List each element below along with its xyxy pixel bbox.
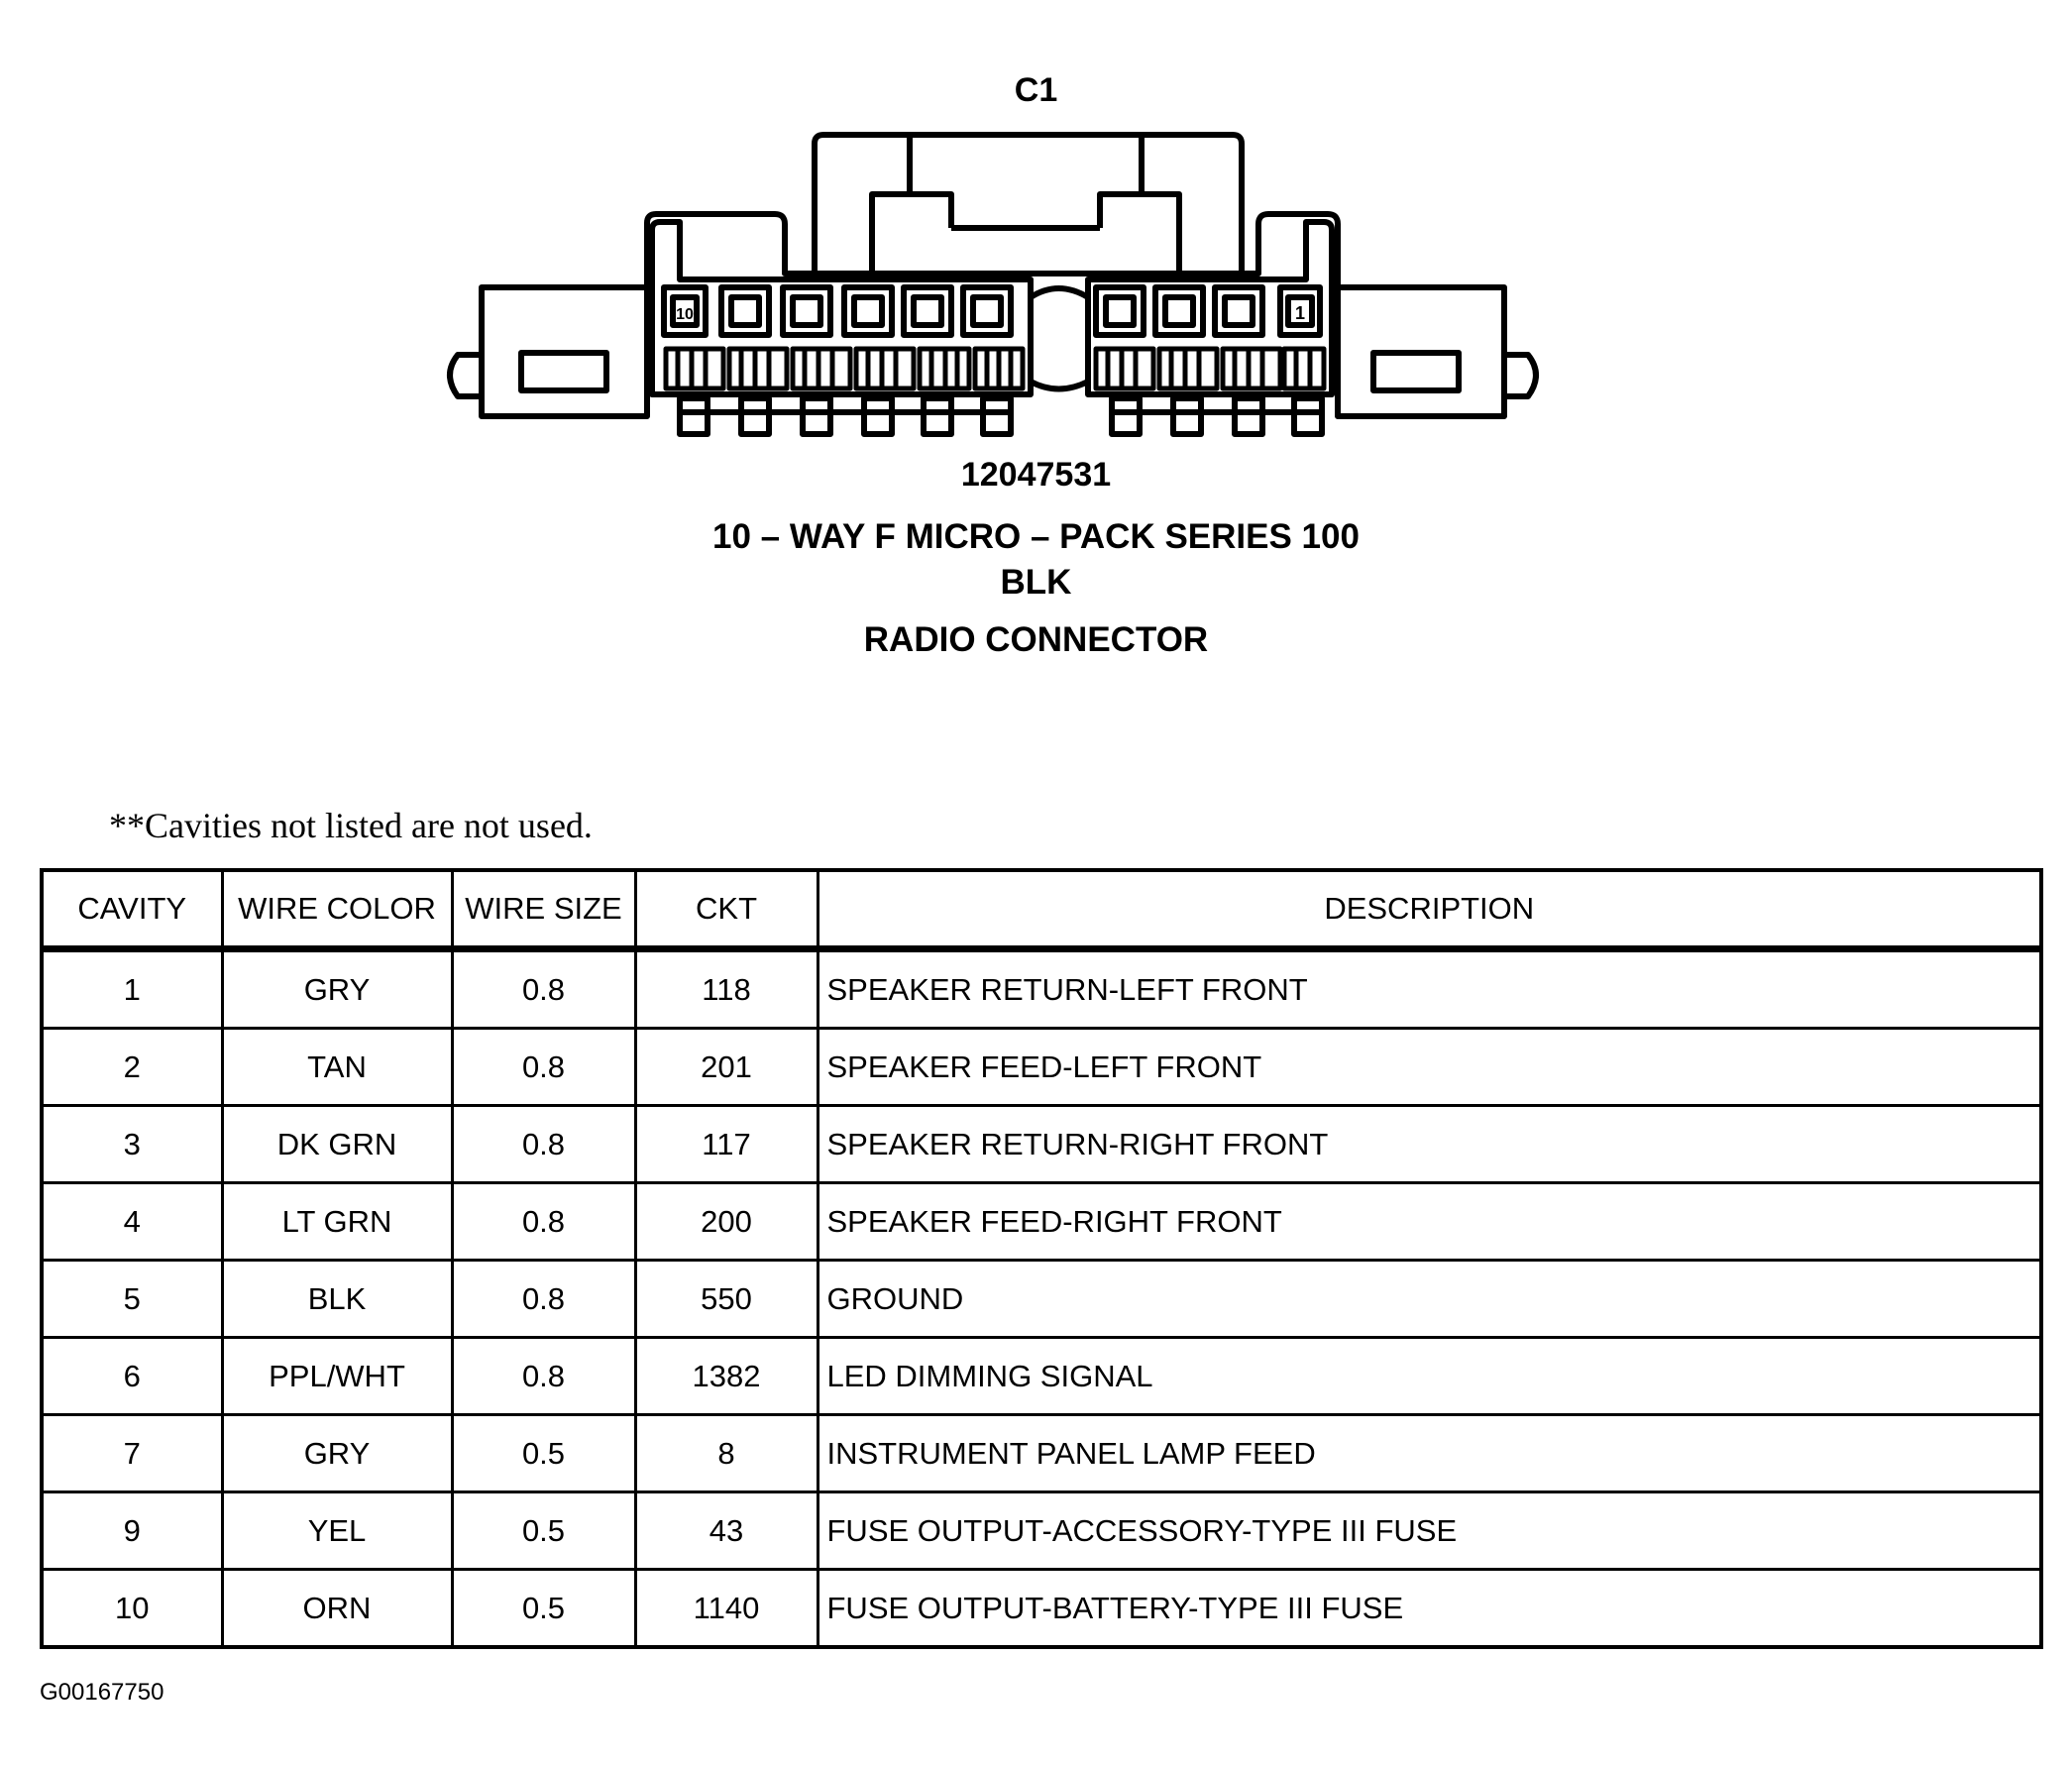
cell-wire-size: 0.5 <box>450 1568 637 1649</box>
cell-wire-color: GRY <box>220 947 454 1030</box>
header-wire-color: WIRE COLOR <box>220 868 454 952</box>
connector-type: 10 – WAY F MICRO – PACK SERIES 100 <box>712 517 1360 556</box>
cell-description: FUSE OUTPUT-ACCESSORY-TYPE III FUSE <box>816 1490 2043 1571</box>
cell-wire-color: YEL <box>220 1490 454 1571</box>
cell-description: SPEAKER FEED-LEFT FRONT <box>816 1027 2043 1107</box>
cell-ckt: 118 <box>633 947 819 1030</box>
part-number: 12047531 <box>960 456 1112 494</box>
cell-cavity: 3 <box>40 1104 224 1184</box>
cell-cavity: 5 <box>40 1259 224 1339</box>
cell-description: LED DIMMING SIGNAL <box>816 1336 2043 1416</box>
connector-color: BLK <box>1000 563 1072 602</box>
cell-cavity: 10 <box>40 1568 224 1649</box>
cell-wire-color: BLK <box>220 1259 454 1339</box>
cavity-label-10: 10 <box>676 306 694 323</box>
cell-wire-color: TAN <box>220 1027 454 1107</box>
cell-ckt: 201 <box>633 1027 819 1107</box>
cell-ckt: 1140 <box>633 1568 819 1649</box>
figure-id: G00167750 <box>40 1679 164 1706</box>
right-ear-slot <box>1370 350 1462 393</box>
left-housing <box>649 219 1034 397</box>
cell-description: SPEAKER RETURN-RIGHT FRONT <box>816 1104 2043 1184</box>
table-header-row: CAVITY WIRE COLOR WIRE SIZE CKT DESCRIPT… <box>40 868 2043 952</box>
right-housing <box>1085 219 1335 397</box>
cell-wire-size: 0.5 <box>450 1490 637 1571</box>
lower-terminals-left <box>663 346 1026 391</box>
radio-connector-diagram: 10 1 <box>447 132 1539 437</box>
cell-cavity: 4 <box>40 1181 224 1262</box>
cell-cavity: 9 <box>40 1490 224 1571</box>
bottom-pins <box>666 391 1332 437</box>
cell-wire-size: 0.8 <box>450 947 637 1030</box>
connector-name: RADIO CONNECTOR <box>863 620 1209 659</box>
unused-cavities-note: **Cavities not listed are not used. <box>109 806 593 845</box>
cell-cavity: 7 <box>40 1413 224 1493</box>
cell-wire-color: DK GRN <box>220 1104 454 1184</box>
cell-wire-size: 0.8 <box>450 1027 637 1107</box>
cell-ckt: 550 <box>633 1259 819 1339</box>
cell-wire-size: 0.8 <box>450 1181 637 1262</box>
right-ear-tab <box>1504 352 1539 399</box>
cell-wire-size: 0.5 <box>450 1413 637 1493</box>
header-wire-size: WIRE SIZE <box>450 868 637 952</box>
connector-id: C1 <box>1014 71 1058 109</box>
cell-ckt: 117 <box>633 1104 819 1184</box>
top-cavities-left <box>661 284 1014 338</box>
cell-wire-color: LT GRN <box>220 1181 454 1262</box>
cell-wire-size: 0.8 <box>450 1336 637 1416</box>
locking-latch <box>812 132 1245 274</box>
cell-description: FUSE OUTPUT-BATTERY-TYPE III FUSE <box>816 1568 2043 1649</box>
cell-cavity: 2 <box>40 1027 224 1107</box>
header-ckt: CKT <box>633 868 819 952</box>
header-cavity: CAVITY <box>40 868 224 952</box>
cell-cavity: 1 <box>40 947 224 1030</box>
pinout-table: CAVITY WIRE COLOR WIRE SIZE CKT DESCRIPT… <box>40 868 2043 1649</box>
top-cavities-right <box>1093 284 1323 338</box>
cell-cavity: 6 <box>40 1336 224 1416</box>
cell-wire-color: GRY <box>220 1413 454 1493</box>
cell-description: SPEAKER RETURN-LEFT FRONT <box>816 947 2043 1030</box>
left-ear-tab <box>447 352 482 399</box>
cell-ckt: 1382 <box>633 1336 819 1416</box>
cell-wire-color: ORN <box>220 1568 454 1649</box>
cell-description: SPEAKER FEED-RIGHT FRONT <box>816 1181 2043 1262</box>
connector-shroud <box>644 211 1341 416</box>
cell-wire-size: 0.8 <box>450 1104 637 1184</box>
header-description: DESCRIPTION <box>816 868 2043 952</box>
cell-ckt: 43 <box>633 1490 819 1571</box>
cell-wire-size: 0.8 <box>450 1259 637 1339</box>
cell-description: GROUND <box>816 1259 2043 1339</box>
cell-ckt: 8 <box>633 1413 819 1493</box>
left-ear-slot <box>518 350 609 393</box>
cell-wire-color: PPL/WHT <box>220 1336 454 1416</box>
cell-description: INSTRUMENT PANEL LAMP FEED <box>816 1413 2043 1493</box>
lower-terminals-right <box>1093 346 1327 391</box>
cavity-label-1: 1 <box>1295 303 1305 323</box>
center-divider <box>1029 285 1090 392</box>
cell-ckt: 200 <box>633 1181 819 1262</box>
